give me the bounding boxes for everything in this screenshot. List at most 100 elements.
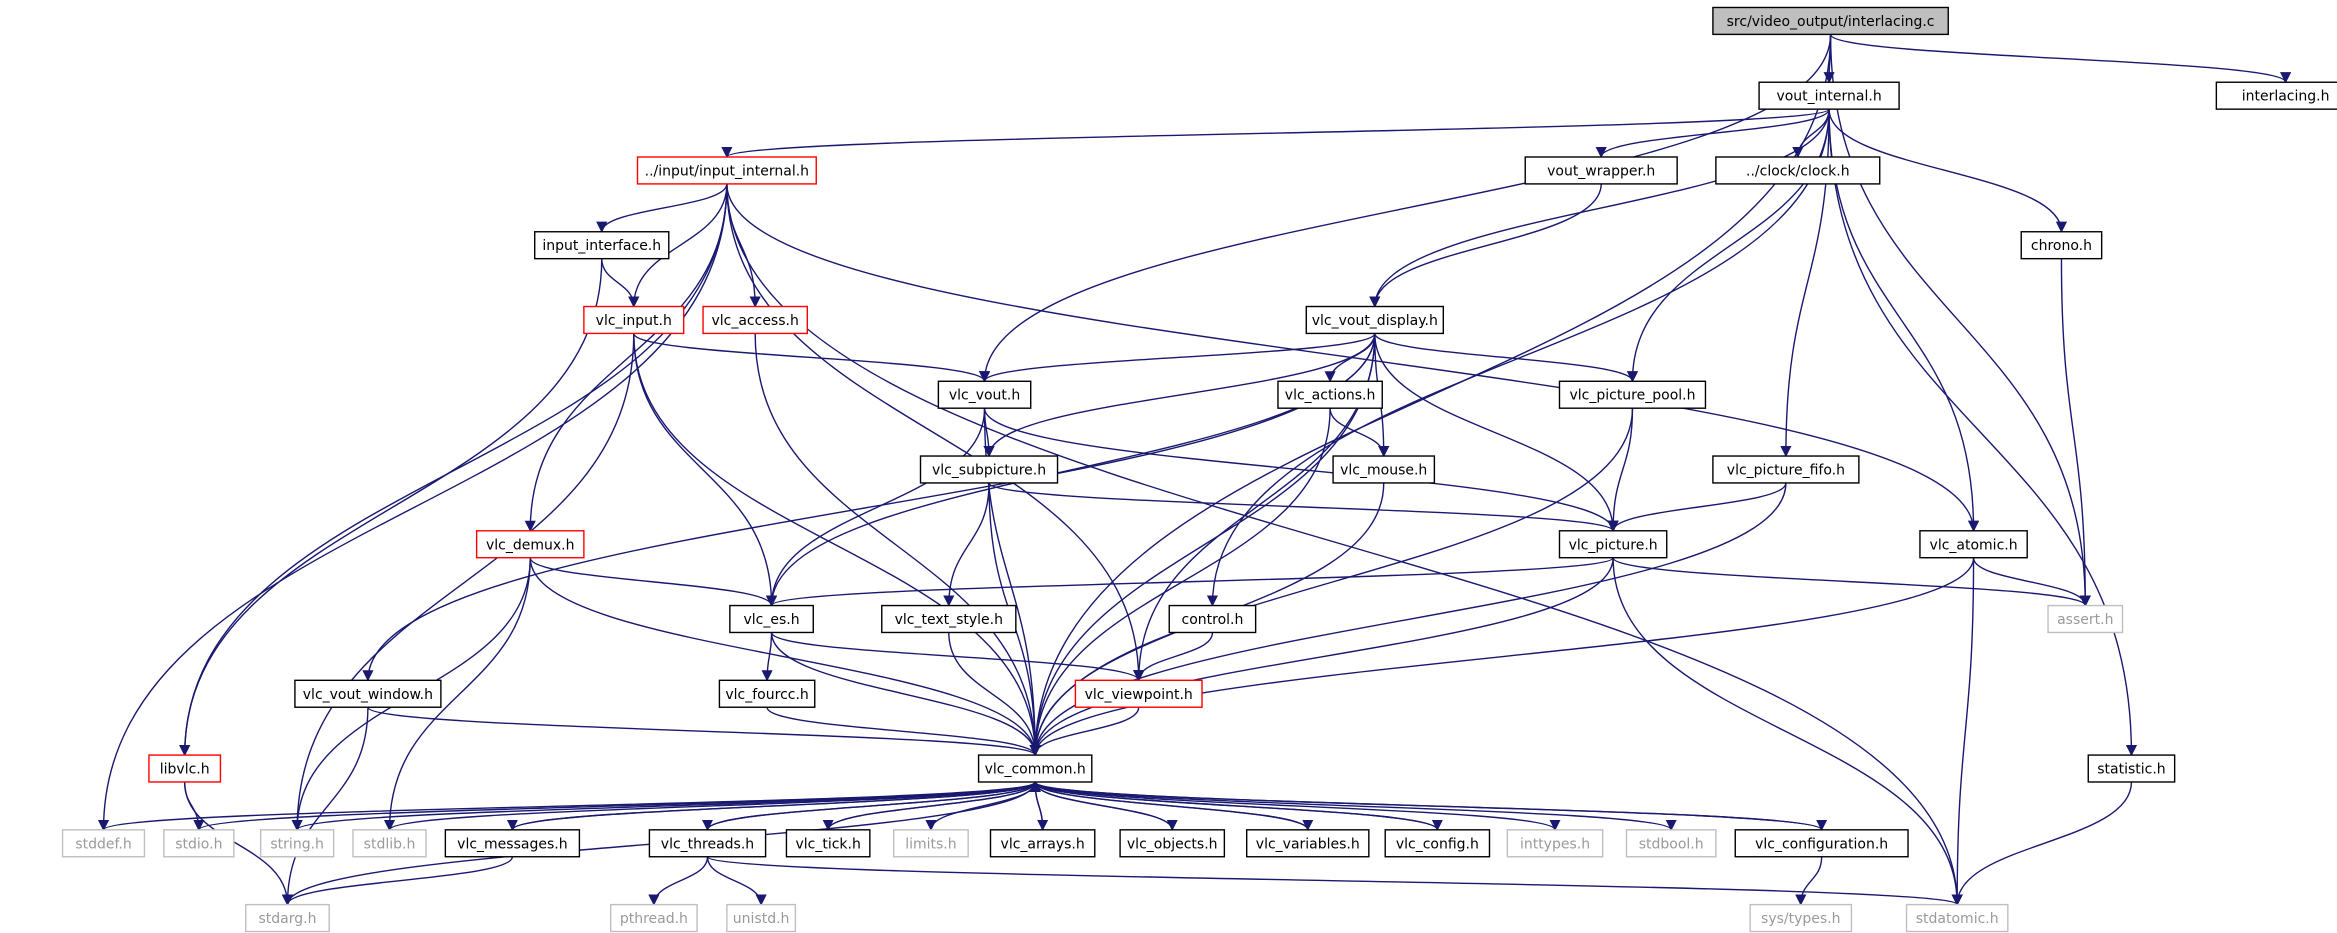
node-vlc_es[interactable]: vlc_es.h [729, 604, 814, 634]
node-label-vlc_picture_fifo: vlc_picture_fifo.h [1727, 462, 1845, 478]
node-label-vlc_vout_window: vlc_vout_window.h [303, 687, 433, 703]
edge-vlc_es-to-vlc_viewpoint [770, 632, 1145, 682]
node-label-vlc_messages: vlc_messages.h [457, 836, 567, 852]
edge-vlc_subpicture-to-vlc_picture [988, 482, 1619, 532]
node-label-vlc_text_style: vlc_text_style.h [895, 612, 1003, 628]
node-stdio: stdio.h [163, 829, 235, 858]
node-vlc_objects[interactable]: vlc_objects.h [1119, 829, 1226, 858]
edge-vlc_actions-to-vlc_mouse [1329, 408, 1390, 458]
node-label-vlc_es: vlc_es.h [743, 612, 799, 628]
node-label-assert: assert.h [2057, 612, 2113, 628]
node-vlc_threads[interactable]: vlc_threads.h [648, 829, 767, 858]
node-string: string.h [259, 829, 335, 858]
edge-vlc_common-to-stddef [98, 781, 1036, 831]
node-interlacing_h[interactable]: interlacing.h [2215, 81, 2337, 110]
node-label-libvlc: libvlc.h [160, 762, 210, 778]
edge-vlc_vout_display-to-vlc_vout [979, 332, 1376, 383]
node-input_internal[interactable]: ../input/input_internal.h [636, 156, 817, 185]
node-label-pthread: pthread.h [620, 911, 688, 927]
node-vlc_subpicture[interactable]: vlc_subpicture.h [919, 455, 1059, 484]
node-vlc_picture_pool[interactable]: vlc_picture_pool.h [1558, 380, 1707, 409]
node-label-input_internal: ../input/input_internal.h [645, 163, 809, 179]
edge-vlc_fourcc-to-vlc_common [766, 706, 1041, 757]
node-vlc_access[interactable]: vlc_access.h [702, 305, 809, 335]
node-label-stddef: stddef.h [75, 836, 131, 852]
node-box-vlc_objects [1119, 829, 1226, 858]
node-vlc_configuration[interactable]: vlc_configuration.h [1734, 829, 1909, 858]
node-label-vlc_atomic: vlc_atomic.h [1930, 537, 2018, 553]
node-vout_wrapper[interactable]: vout_wrapper.h [1524, 156, 1678, 185]
node-vlc_config[interactable]: vlc_config.h [1384, 829, 1491, 858]
node-vlc_messages[interactable]: vlc_messages.h [444, 829, 581, 858]
node-label-vlc_demux: vlc_demux.h [486, 537, 575, 553]
node-vlc_text_style[interactable]: vlc_text_style.h [881, 604, 1017, 634]
edge-vlc_configuration-to-systypes [1795, 856, 1823, 906]
edge-vlc_input-to-string [291, 333, 635, 831]
node-label-vlc_access: vlc_access.h [711, 313, 798, 329]
node-vlc_mouse[interactable]: vlc_mouse.h [1332, 455, 1436, 484]
node-box-input_internal [636, 156, 817, 185]
edge-vout_internal-to-clock [1792, 109, 1830, 159]
node-box-vlc_subpicture [919, 455, 1059, 484]
node-vlc_actions[interactable]: vlc_actions.h [1277, 380, 1383, 409]
node-vlc_vout_display[interactable]: vlc_vout_display.h [1305, 305, 1445, 335]
node-vlc_variables[interactable]: vlc_variables.h [1245, 829, 1370, 858]
nodes-layer: src/video_output/interlacing.c vout_inter… [61, 6, 2337, 933]
edge-vlc_picture_pool-to-vlc_picture [1607, 408, 1634, 532]
node-root[interactable]: src/video_output/interlacing.c [1712, 6, 1949, 36]
node-box-string [259, 829, 335, 858]
node-vlc_vout[interactable]: vlc_vout.h [937, 380, 1032, 409]
node-box-interlacing_h [2215, 81, 2337, 110]
edge-vlc_picture-to-assert [1612, 557, 2091, 607]
node-vlc_picture[interactable]: vlc_picture.h [1558, 530, 1668, 559]
edge-chrono-to-assert [2060, 258, 2091, 607]
edge-vlc_messages-to-stdarg [281, 856, 514, 906]
node-libvlc[interactable]: libvlc.h [148, 754, 222, 783]
edge-root-to-vlc_common [1029, 34, 1832, 757]
node-label-vlc_picture: vlc_picture.h [1569, 537, 1658, 553]
node-vlc_arrays[interactable]: vlc_arrays.h [989, 829, 1096, 858]
node-label-vlc_vout_display: vlc_vout_display.h [1312, 313, 1438, 329]
edge-vlc_vout-to-vlc_es [765, 408, 986, 607]
edge-vlc_picture_fifo-to-vlc_common [1029, 482, 1787, 757]
edge-vlc_picture-to-vlc_common [1029, 557, 1614, 757]
edge-statistic-to-stdatomic [1951, 781, 2133, 906]
node-stdatomic: stdatomic.h [1905, 903, 2009, 933]
node-vlc_input[interactable]: vlc_input.h [583, 305, 685, 335]
node-vout_internal[interactable]: vout_internal.h [1758, 81, 1900, 110]
node-box-chrono [2020, 231, 2103, 260]
node-box-limits [892, 829, 969, 858]
node-label-vlc_objects: vlc_objects.h [1127, 836, 1218, 852]
edge-vlc_vout_window-to-vlc_common [367, 706, 1041, 757]
node-vlc_common[interactable]: vlc_common.h [977, 754, 1093, 783]
node-vlc_tick[interactable]: vlc_tick.h [785, 829, 871, 858]
edge-vout_internal-to-chrono [1828, 109, 2068, 233]
node-vlc_demux[interactable]: vlc_demux.h [475, 530, 585, 559]
node-clock[interactable]: ../clock/clock.h [1715, 156, 1881, 185]
node-chrono[interactable]: chrono.h [2020, 231, 2103, 260]
node-label-input_interface: input_interface.h [542, 238, 661, 254]
node-input_interface[interactable]: input_interface.h [534, 231, 670, 260]
node-vlc_viewpoint[interactable]: vlc_viewpoint.h [1074, 679, 1203, 708]
node-box-stdatomic [1905, 903, 2009, 933]
edge-vlc_picture-to-stdatomic [1612, 557, 1963, 906]
edge-input_internal-to-stddef [97, 183, 728, 831]
node-vlc_fourcc[interactable]: vlc_fourcc.h [718, 679, 816, 708]
node-control[interactable]: control.h [1168, 604, 1257, 634]
node-vlc_atomic[interactable]: vlc_atomic.h [1919, 530, 2028, 559]
edge-vlc_picture_fifo-to-vlc_picture [1607, 482, 1787, 532]
node-label-vlc_variables: vlc_variables.h [1256, 836, 1360, 852]
node-box-vlc_vout [937, 380, 1032, 409]
node-statistic[interactable]: statistic.h [2087, 754, 2176, 783]
edge-vlc_viewpoint-to-vlc_common [1029, 707, 1140, 757]
node-box-statistic [2087, 754, 2176, 783]
edge-vout_internal-to-vlc_vout_display [1369, 109, 1830, 308]
node-vlc_vout_window[interactable]: vlc_vout_window.h [294, 679, 442, 708]
edge-input_internal-to-vlc_viewpoint [726, 183, 1145, 682]
node-label-vlc_picture_pool: vlc_picture_pool.h [1569, 388, 1695, 404]
node-box-vlc_tick [785, 829, 871, 858]
node-vlc_picture_fifo[interactable]: vlc_picture_fifo.h [1712, 455, 1860, 484]
edge-vlc_vout_window-to-stdarg [281, 707, 369, 906]
edge-vlc_vout_display-to-vlc_subpicture [983, 333, 1376, 458]
